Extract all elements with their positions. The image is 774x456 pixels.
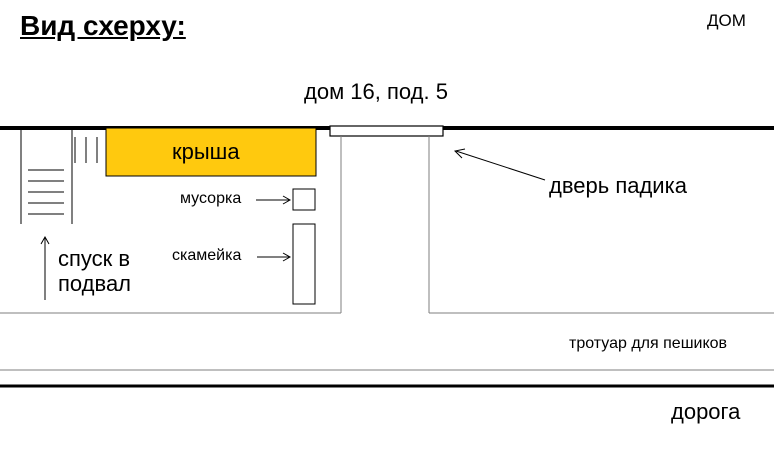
house-label: ДОМ <box>707 11 746 30</box>
basement-label: спуск в подвал <box>58 246 132 296</box>
door-arrow <box>453 148 546 181</box>
roof <box>105 127 317 177</box>
door-label: дверь падика <box>549 173 687 198</box>
bench-arrow <box>257 252 292 262</box>
bench-label: скамейка <box>172 247 242 264</box>
roof-label: крыша <box>172 139 240 164</box>
basement-arrow <box>40 235 50 300</box>
road-label: дорога <box>671 399 741 424</box>
bench <box>292 223 316 305</box>
address-label: дом 16, под. 5 <box>304 79 448 104</box>
door-slab <box>329 125 444 137</box>
trash-bin <box>292 188 316 211</box>
trash-arrow <box>256 195 292 205</box>
page-title: Вид схерху: <box>20 10 186 41</box>
sidewalk-label: тротуар для пешиков <box>569 335 728 352</box>
trash-label: мусорка <box>180 190 242 207</box>
basement-stairs <box>20 128 98 224</box>
